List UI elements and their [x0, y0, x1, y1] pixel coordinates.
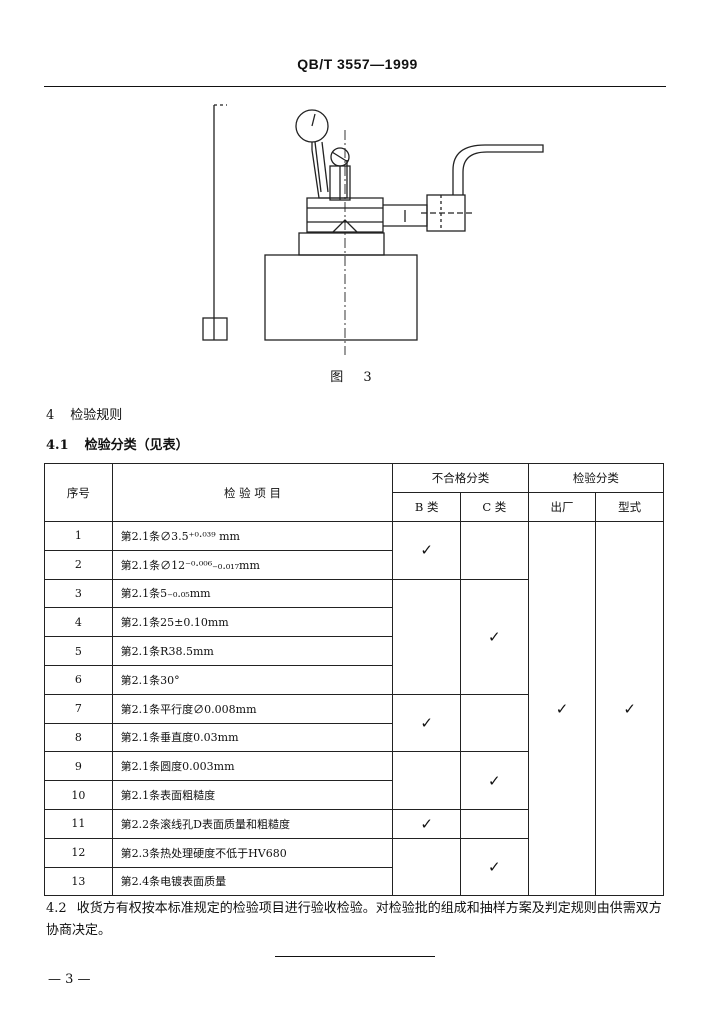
header-class-c: C 类	[460, 492, 529, 522]
table-row: 6 第2.1条30°	[44, 664, 664, 695]
table-row: 10 第2.1条表面粗糙度	[44, 780, 664, 810]
header-seq: 序号	[44, 463, 113, 522]
header-divider	[44, 86, 666, 87]
check-mark: ✓	[460, 751, 529, 810]
table-row: 5 第2.1条R38.5mm	[44, 636, 664, 666]
end-divider	[275, 956, 435, 957]
fixture-diagram	[202, 104, 544, 355]
check-mark: ✓	[392, 808, 462, 839]
table-row: 1 第2.1条∅3.5⁺⁰·⁰³⁹ mm ✓ ✓ ✓	[44, 520, 664, 897]
header-nonconformity-class: 不合格分类	[392, 463, 529, 493]
figure-caption: 图 3	[330, 370, 380, 385]
check-mark: ✓	[460, 837, 529, 897]
table-row: 7 第2.1条平行度∅0.008mm ✓	[44, 693, 664, 753]
check-mark: ✓	[595, 520, 664, 897]
table-row: 4 第2.1条25±0.10mm	[44, 607, 664, 638]
header-class-b: B 类	[392, 492, 462, 522]
header-factory: 出厂	[527, 492, 597, 522]
table-row: 12 第2.3条热处理硬度不低于HV680 ✓	[44, 837, 664, 897]
header-item: 检 验 项 目	[111, 463, 394, 522]
header-type-test: 型式	[595, 492, 664, 522]
inspection-classification-table: 序号 检 验 项 目 不合格分类 检验分类 B 类 C 类 出厂 型式 1 第2…	[44, 463, 665, 897]
table-row: 3 第2.1条5₋₀.₀₅mm ✓	[44, 578, 664, 695]
page-number: — 3 —	[48, 972, 91, 987]
check-mark: ✓	[392, 521, 462, 580]
standard-code-header: QB/T 3557—1999	[297, 56, 418, 72]
table-row: 9 第2.1条圆度0.003mm ✓	[44, 751, 664, 810]
check-mark: ✓	[460, 578, 529, 695]
check-mark: ✓	[392, 693, 462, 753]
header-inspection-class: 检验分类	[527, 463, 665, 493]
check-mark: ✓	[527, 520, 597, 897]
table-row: 13 第2.4条电镀表面质量	[44, 866, 664, 897]
